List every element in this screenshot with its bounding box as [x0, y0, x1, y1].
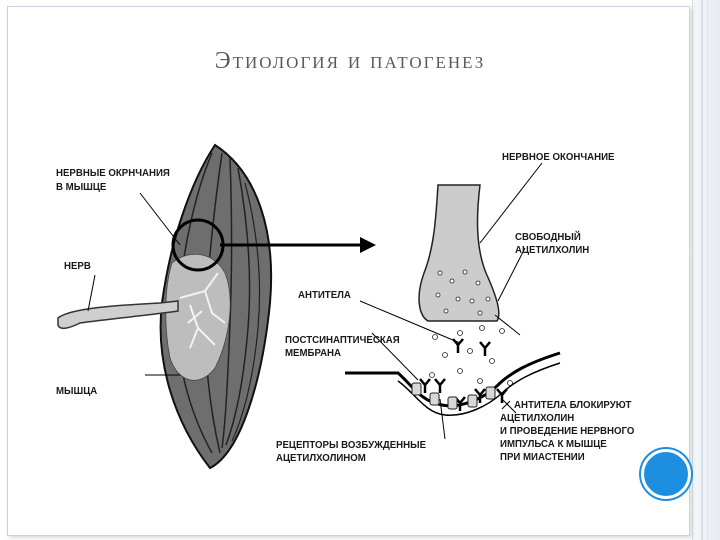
- muscle-illustration: [159, 143, 273, 470]
- label-block-line2: АЦЕТИЛХОЛИН: [500, 412, 575, 424]
- label-receptors-line2: АЦЕТИЛХОЛИНОМ: [276, 452, 366, 464]
- label-block-line5: ПРИ МИАСТЕНИИ: [500, 451, 585, 463]
- myasthenia-diagram: НЕРВНЫЕ ОКРНЧАНИЯ В МЫШЦЕ НЕРВ МЫШЦА НЕР…: [40, 123, 669, 478]
- label-postsynaptic-line1: ПОСТСИНАПТИЧЕСКАЯ: [285, 334, 400, 346]
- decoration-line: [701, 0, 703, 540]
- nerve-terminal-illustration: [418, 184, 500, 322]
- label-nerve-endings-line1: НЕРВНЫЕ ОКРНЧАНИЯ: [56, 167, 170, 179]
- diagram-svg: [57, 143, 561, 470]
- label-postsynaptic-line2: МЕМБРАНА: [285, 347, 342, 359]
- postsynaptic-membrane: [345, 351, 561, 416]
- label-block-line4: ИМПУЛЬСА К МЫШЦЕ: [500, 438, 607, 450]
- leader-lines-right: [359, 162, 543, 440]
- label-nerve-endings-line2: В МЫШЦЕ: [56, 181, 107, 193]
- label-muscle: МЫШЦА: [56, 385, 98, 397]
- decoration-line: [707, 0, 708, 540]
- label-receptors-line1: РЕЦЕПТОРЫ ВОЗБУЖДЕННЫЕ: [276, 439, 427, 451]
- slide-side-decoration: [692, 0, 720, 540]
- nerve-illustration: [57, 300, 179, 330]
- magnify-arrow: [220, 237, 376, 253]
- label-block-line1: АНТИТЕЛА БЛОКИРУЮТ: [514, 399, 632, 411]
- slide-title: Этиология и патогенез: [214, 48, 486, 74]
- label-nerve: НЕРВ: [64, 260, 91, 272]
- accent-circle: [641, 449, 691, 499]
- free-acetylcholine: [429, 325, 513, 386]
- leader-lines-left: [87, 192, 181, 376]
- label-block-line3: И ПРОВЕДЕНИЕ НЕРВНОГО: [500, 425, 635, 437]
- label-nerve-terminal: НЕРВНОЕ ОКОНЧАНИЕ: [502, 151, 615, 163]
- label-free-ach-line1: СВОБОДНЫЙ: [515, 231, 581, 243]
- label-free-ach-line2: АЦЕТИЛХОЛИН: [515, 244, 590, 256]
- antibodies: [419, 338, 508, 411]
- label-antibodies: АНТИТЕЛА: [298, 289, 351, 301]
